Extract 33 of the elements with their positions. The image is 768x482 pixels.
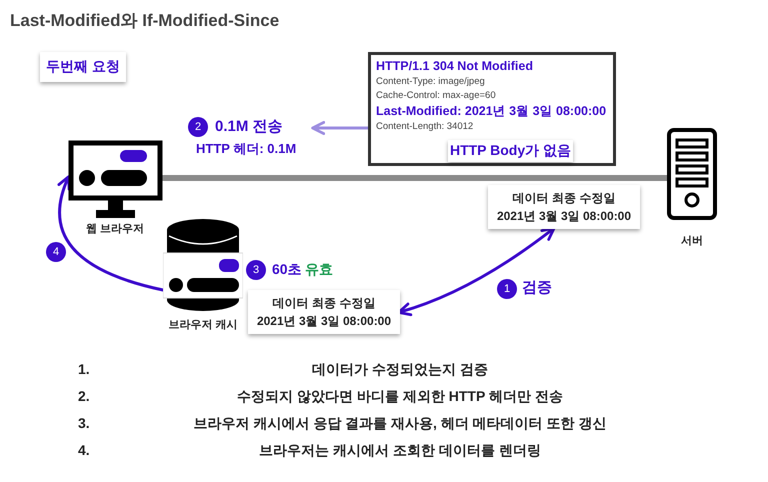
list-item: 브라우저 캐시에서 응답 결과를 재사용, 헤더 메타데이터 또한 갱신 [194,415,606,433]
status-line: HTTP/1.1 304 Not Modified [376,58,533,75]
header-line: Content-Length: 34012 [376,120,474,134]
node-label: 웹 브라우저 [86,222,144,236]
header-line: Cache-Control: max-age=60 [376,89,496,103]
arrow [58,175,164,292]
note-card: HTTP Body가 없음 [448,140,573,162]
list-item: 데이터가 수정되었는지 검증 [312,361,488,379]
step-label: 60초 [272,261,302,279]
list-number: 2. [78,388,90,404]
header-line: Content-Type: image/jpeg [376,75,485,89]
step-label: 검증 [522,278,552,297]
list-number: 3. [78,415,90,431]
status-word: 유효 [305,261,333,279]
status-line: Last-Modified: 2021년 3월 3일 08:00:00 [376,103,606,120]
arrow [311,121,370,135]
step-number: 1 [497,279,517,299]
request-card: 두번째 요청 [40,52,126,82]
list-number: 1. [78,361,90,377]
list-number: 4. [78,442,90,458]
date-card: 데이터 최종 수정일 2021년 3월 3일 08:00:00 [248,290,400,334]
step-number: 2 [188,117,208,137]
step-number: 3 [246,260,266,280]
list-item: 브라우저는 캐시에서 조회한 데이터를 렌더링 [259,442,541,460]
step-number: 4 [46,242,66,262]
title: Last-Modified와 If-Modified-Since [10,10,280,32]
node-label: 서버 [681,234,703,248]
step-label: 0.1M 전송 [215,117,283,136]
list-item: 수정되지 않았다면 바디를 제외한 HTTP 헤더만 전송 [237,388,563,406]
date-card: 데이터 최종 수정일 2021년 3월 3일 08:00:00 [488,185,640,229]
response-box [368,52,616,166]
node-label: 브라우저 캐시 [168,318,238,332]
step-note: HTTP 헤더: 0.1M [196,140,296,158]
